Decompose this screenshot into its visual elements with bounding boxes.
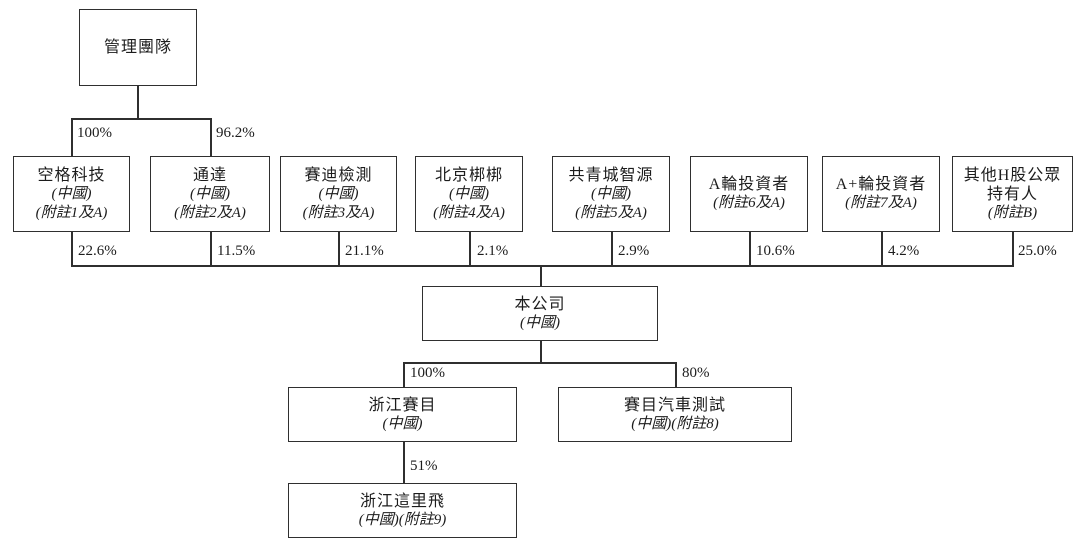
node-zhejiang-saimu: 浙江賽目 (中國) [288, 387, 517, 442]
node-note: (附註5及A) [575, 204, 647, 221]
connector-line [403, 362, 676, 364]
node-gongqingcheng-zhiyuan: 共青城智源 (中國) (附註5及A) [552, 156, 670, 232]
ownership-pct: 4.2% [888, 243, 920, 259]
node-tongda: 通達 (中國) (附註2及A) [150, 156, 270, 232]
node-saidi-testing: 賽迪檢測 (中國) (附註3及A) [280, 156, 397, 232]
connector-line [210, 232, 212, 266]
connector-line [71, 232, 73, 266]
node-label: 賽目汽車測試 [623, 396, 726, 414]
connector-line [403, 442, 405, 483]
ownership-pct: 22.6% [78, 243, 117, 259]
node-label: 管理團隊 [103, 39, 172, 56]
ownership-pct: 51% [410, 458, 438, 474]
node-jurisdiction: (中國) [318, 185, 359, 202]
node-note: (附註1及A) [35, 204, 108, 221]
node-other-h-share-public-holders: 其他H股公眾 持有人 (附註B) [952, 156, 1073, 232]
connector-line [1012, 232, 1014, 266]
node-note: (附註2及A) [174, 204, 246, 221]
node-note: (附註4及A) [433, 204, 505, 221]
ownership-pct: 2.1% [477, 243, 509, 259]
connector-line [611, 232, 613, 266]
node-note: (中國)(附註9) [358, 511, 447, 528]
connector-line [881, 232, 883, 266]
node-note: (中國)(附註8) [631, 415, 719, 432]
connector-line [749, 232, 751, 266]
ownership-pct: 10.6% [756, 243, 795, 259]
connector-line [71, 118, 73, 156]
node-series-a-plus-investors: A+輪投資者 (附註7及A) [822, 156, 940, 232]
node-jurisdiction: (中國) [190, 185, 230, 202]
connector-line [137, 86, 139, 118]
node-label: 共青城智源 [568, 166, 654, 184]
ownership-pct: 100% [410, 365, 445, 381]
node-label: A輪投資者 [708, 176, 790, 193]
connector-line [540, 265, 542, 286]
node-kongge-technology: 空格科技 (中國) (附註1及A) [13, 156, 130, 232]
node-zhejiang-zhelifei: 浙江這里飛 (中國)(附註9) [288, 483, 517, 538]
ownership-pct: 96.2% [216, 125, 255, 141]
connector-line [469, 232, 471, 266]
connector-line [675, 362, 677, 387]
node-label-line2: 持有人 [986, 185, 1038, 203]
node-note: (附註6及A) [713, 195, 785, 211]
node-series-a-investors: A輪投資者 (附註6及A) [690, 156, 808, 232]
node-label: 空格科技 [37, 166, 106, 184]
node-saimu-automobile-testing: 賽目汽車測試 (中國)(附註8) [558, 387, 792, 442]
ownership-pct: 100% [77, 125, 112, 141]
node-label: 賽迪檢測 [304, 166, 373, 184]
node-jurisdiction: (中國) [51, 185, 92, 202]
node-label: A+輪投資者 [835, 176, 927, 193]
node-note: (附註B) [987, 204, 1038, 221]
node-label: 浙江這里飛 [359, 492, 445, 510]
node-jurisdiction: (中國) [382, 415, 423, 432]
node-jurisdiction: (中國) [449, 185, 489, 202]
connector-line [71, 118, 211, 120]
node-label: 通達 [192, 166, 227, 184]
node-label: 北京梆梆 [434, 166, 503, 184]
connector-line [403, 362, 405, 387]
node-beijing-bangbang: 北京梆梆 (中國) (附註4及A) [415, 156, 523, 232]
node-note: (附註7及A) [845, 195, 917, 211]
connector-line [338, 232, 340, 266]
node-jurisdiction: (中國) [591, 185, 631, 202]
node-label: 其他H股公眾 [963, 166, 1062, 184]
ownership-pct: 11.5% [217, 243, 256, 259]
node-label: 本公司 [514, 295, 566, 313]
connector-line [210, 118, 212, 156]
connector-bus-line [71, 265, 1014, 267]
ownership-pct: 25.0% [1018, 243, 1057, 259]
ownership-pct: 80% [682, 365, 710, 381]
ownership-pct: 2.9% [618, 243, 650, 259]
node-jurisdiction: (中國) [520, 314, 560, 331]
ownership-pct: 21.1% [345, 243, 384, 259]
node-label: 浙江賽目 [368, 396, 437, 414]
node-note: (附註3及A) [302, 204, 375, 221]
node-the-company: 本公司 (中國) [422, 286, 658, 341]
connector-line [540, 341, 542, 362]
node-management-team: 管理團隊 [79, 9, 197, 86]
